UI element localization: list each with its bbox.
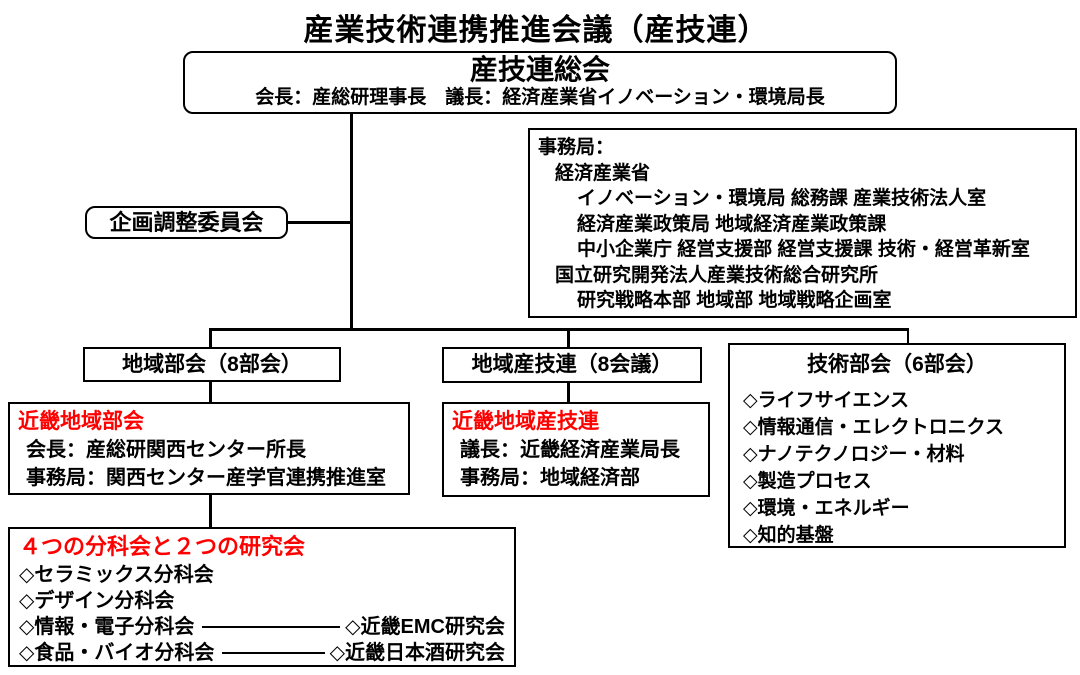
link-line — [202, 625, 341, 629]
bunkakai-item: ◇デザイン分科会 — [19, 590, 175, 612]
connector-drop-right — [906, 328, 909, 344]
connector-chiikibukai-kinki — [209, 381, 212, 403]
gijutsu-bukai-box: 技術部会（6部会） ◇ライフサイエンス ◇情報通信・エレクトロニクス ◇ナノテク… — [728, 343, 1066, 548]
jimukyoku-line: 事務局： — [538, 137, 615, 158]
connector-horizontal-main — [209, 328, 909, 331]
gijutsu-bukai-item: ◇ナノテクノロジー・材料 — [743, 444, 965, 465]
connector-soukai-down — [350, 113, 353, 330]
bunkakai-row: ◇情報・電子分科会 ◇近畿EMC研究会 — [19, 614, 505, 640]
bunkakai-partner-item: ◇近畿日本酒研究会 — [329, 642, 505, 664]
soukai-subtitle: 会長：産総研理事長 議長：経済産業省イノベーション・環境局長 — [255, 87, 825, 108]
kinki-santeiren-line: 事務局：地域経済部 — [460, 467, 640, 489]
bunkakai-row: ◇デザイン分科会 — [19, 588, 505, 614]
bunkakai-title: ４つの分科会と２つの研究会 — [19, 534, 306, 559]
jimukyoku-line: 中小企業庁 経営支援部 経営支援課 技術・経営革新室 — [577, 239, 1030, 260]
kinki-santeiren-title: 近畿地域産技連 — [452, 410, 599, 433]
bunkakai-box: ４つの分科会と２つの研究会 ◇セラミックス分科会 ◇デザイン分科会 ◇情報・電子… — [8, 527, 516, 667]
kinki-bukai-line: 事務局：関西センター産学官連携推進室 — [26, 467, 386, 489]
page-title-wrap: 産業技術連携推進会議（産技連） — [0, 5, 1080, 54]
connector-drop-middle — [567, 328, 570, 348]
bunkakai-row: ◇食品・バイオ分科会 ◇近畿日本酒研究会 — [19, 640, 505, 666]
jimukyoku-line: 国立研究開発法人産業技術総合研究所 — [555, 264, 879, 286]
bunkakai-item: ◇食品・バイオ分科会 — [19, 642, 215, 664]
kinki-santeiren-line: 議長：近畿経済産業局長 — [460, 439, 680, 461]
gijutsu-bukai-list: ◇ライフサイエンス ◇情報通信・エレクトロニクス ◇ナノテクノロジー・材料 ◇製… — [730, 387, 1064, 549]
connector-santeiren-kinki — [567, 382, 570, 403]
jimukyoku-line: 研究戦略本部 地域部 地域戦略企画室 — [577, 290, 892, 311]
gijutsu-bukai-title: 技術部会（6部会） — [807, 353, 987, 376]
page-title: 産業技術連携推進会議（産技連） — [297, 5, 783, 54]
kikaku-box: 企画調整委員会 — [85, 206, 288, 239]
kikaku-label: 企画調整委員会 — [109, 210, 264, 235]
jimukyoku-line: 経済産業政策局 地域経済産業政策課 — [577, 213, 887, 235]
gijutsu-bukai-item: ◇知的基盤 — [743, 525, 834, 546]
gijutsu-bukai-item: ◇ライフサイエンス — [743, 390, 910, 411]
gijutsu-bukai-item: ◇製造プロセス — [743, 471, 872, 492]
kinki-bukai-box: 近畿地域部会 会長：産総研関西センター所長 事務局：関西センター産学官連携推進室 — [8, 402, 410, 495]
jimukyoku-box: 事務局： 経済産業省 イノベーション・環境局 総務課 産業技術法人室 経済産業政… — [528, 128, 1077, 318]
jimukyoku-line: 経済産業省 — [555, 162, 651, 184]
link-line — [222, 651, 325, 655]
bunkakai-item: ◇情報・電子分科会 — [19, 616, 195, 638]
gijutsu-bukai-item: ◇情報通信・エレクトロニクス — [743, 417, 1005, 438]
kinki-bukai-line: 会長：産総研関西センター所長 — [26, 439, 306, 461]
soukai-box: 産技連総会 会長：産総研理事長 議長：経済産業省イノベーション・環境局長 — [183, 51, 897, 114]
kinki-santeiren-box: 近畿地域産技連 議長：近畿経済産業局長 事務局：地域経済部 — [442, 402, 710, 497]
kinki-bukai-title: 近畿地域部会 — [18, 410, 144, 433]
soukai-title: 産技連総会 — [469, 54, 610, 85]
bunkakai-row: ◇セラミックス分科会 — [19, 562, 505, 588]
chiiki-santeiren-box: 地域産技連（8会議） — [442, 347, 702, 383]
chiiki-bukai-label: 地域部会（8部会） — [122, 353, 302, 376]
gijutsu-bukai-item: ◇環境・エネルギー — [743, 498, 910, 519]
connector-drop-left — [209, 328, 212, 348]
connector-kikaku-link — [287, 221, 351, 224]
bunkakai-partner-item: ◇近畿EMC研究会 — [345, 616, 505, 638]
connector-kinki-bunkakai — [209, 494, 212, 528]
chiiki-bukai-box: 地域部会（8部会） — [83, 347, 341, 382]
jimukyoku-line: イノベーション・環境局 総務課 産業技術法人室 — [577, 188, 987, 209]
bunkakai-item: ◇セラミックス分科会 — [19, 564, 214, 586]
chiiki-santeiren-label: 地域産技連（8会議） — [471, 353, 673, 376]
